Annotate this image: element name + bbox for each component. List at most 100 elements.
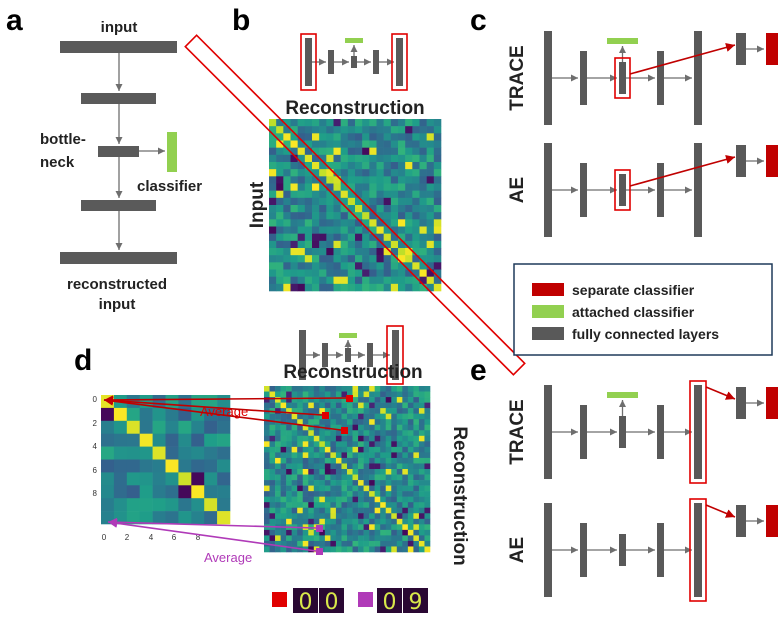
matrix-d-cell <box>302 496 309 503</box>
matrix-b-cell <box>304 162 313 170</box>
matrix-d-cell <box>275 441 281 448</box>
matrix-d-cell <box>330 408 337 414</box>
matrix-d-cell <box>424 386 431 392</box>
matrix-d-cell <box>291 535 298 542</box>
matrix-b-cell <box>297 262 306 270</box>
matrix-d-cell <box>308 469 315 475</box>
matrix-d-cell <box>291 441 298 448</box>
matrix-b-cell <box>398 176 406 184</box>
matrix-b-cell <box>290 176 298 184</box>
matrix-d-cell <box>275 518 281 525</box>
matrix-d-cell <box>335 452 342 459</box>
matrix-b-cell <box>304 219 313 227</box>
matrix-d-cell <box>335 496 342 503</box>
matrix-b-cell <box>340 240 349 249</box>
matrix-b-cell <box>297 133 306 141</box>
matrix-b-cell <box>333 212 341 220</box>
matrix-b-cell <box>376 154 384 163</box>
matrix-d-cell <box>424 446 431 453</box>
matrix-d-cell <box>407 441 414 448</box>
matrix-b-cell <box>297 255 306 263</box>
matrix-b-cell <box>304 183 313 191</box>
matrix-b-cell <box>326 283 334 292</box>
matrix-d-cell <box>347 408 353 414</box>
digit-mag-1: 0 <box>383 590 397 615</box>
matrix-b-cell <box>355 226 363 234</box>
matrix-b-cell <box>412 248 420 256</box>
matrix-b-cell <box>347 169 356 177</box>
matrix-d-cell <box>280 469 287 475</box>
matrix-d-cell <box>313 518 320 525</box>
matrix-d-cell <box>407 474 414 481</box>
matrix-d-cell <box>308 529 315 536</box>
matrix-d-cell <box>385 469 392 475</box>
matrix-b-cell <box>319 133 327 141</box>
matrix-d-cell <box>330 491 337 497</box>
layer-5 <box>694 31 702 125</box>
matrix-d-cell <box>341 435 348 442</box>
matrix-d-cell <box>297 391 304 398</box>
matrix-d-cell <box>363 502 370 509</box>
matrix-d-cell <box>297 474 304 481</box>
matrix-d-cell <box>302 402 309 409</box>
matrix-d-cell <box>291 529 298 536</box>
matrix-b-cell <box>304 240 313 249</box>
mini-d-layer-5 <box>392 330 399 380</box>
matrix-small-cell <box>191 433 205 447</box>
matrix-b-cell <box>398 169 406 177</box>
legend: separate classifier attached classifier … <box>513 263 773 356</box>
panel-b-y-title: Input <box>247 181 268 228</box>
matrix-d-cell <box>369 524 375 531</box>
matrix-b-cell <box>347 119 356 127</box>
matrix-d-cell <box>413 535 420 542</box>
matrix-d-cell <box>341 402 348 409</box>
matrix-b-cell <box>419 197 427 206</box>
matrix-b-cell <box>362 205 370 213</box>
matrix-small-cell <box>139 407 153 422</box>
matrix-d-cell <box>402 535 409 542</box>
matrix-b-cell <box>276 269 284 277</box>
mini-b-layer-2 <box>328 50 334 74</box>
matrix-b-cell <box>333 154 341 163</box>
matrix-d-cell <box>297 402 304 409</box>
matrix-d-cell <box>358 408 364 414</box>
matrix-b-cell <box>297 233 306 242</box>
matrix-b-cell <box>297 219 306 227</box>
matrix-b-cell <box>297 269 306 277</box>
layer-6 <box>736 33 746 65</box>
avg-arrow-red-1 <box>103 395 347 405</box>
matrix-d-cell <box>396 441 403 448</box>
matrix-d-cell <box>280 435 287 442</box>
matrix-d-cell <box>374 540 381 547</box>
matrix-d-cell <box>335 446 342 453</box>
matrix-d-cell <box>369 513 375 520</box>
matrix-d-cell <box>269 535 276 542</box>
matrix-d-cell <box>385 524 392 531</box>
matrix-b-cell <box>276 169 284 177</box>
panel-d-y-title: Reconstruction <box>449 426 470 565</box>
matrix-d-cell <box>313 529 320 536</box>
matrix-d-cell <box>396 535 403 542</box>
digit-red-1: 0 <box>299 590 313 615</box>
matrix-b-cell <box>283 133 291 141</box>
matrix-b-cell <box>355 240 363 249</box>
matrix-d-cell <box>286 463 292 470</box>
matrix-d-cell <box>385 402 392 409</box>
matrix-d-cell <box>275 546 281 553</box>
matrix-b-cell <box>326 162 334 170</box>
matrix-b-cell <box>347 147 356 156</box>
matrix-d-cell <box>352 485 359 492</box>
matrix-d-cell <box>319 452 326 459</box>
matrix-b-cell <box>333 226 341 234</box>
layer-6 <box>736 387 746 419</box>
matrix-b-cell <box>276 226 284 234</box>
matrix-b-cell <box>276 205 284 213</box>
matrix-small <box>101 395 231 525</box>
matrix-b-cell <box>276 255 284 263</box>
matrix-d-cell <box>291 435 298 442</box>
matrix-d-cell <box>369 441 375 448</box>
matrix-b-cell <box>383 248 392 256</box>
matrix-d-cell <box>424 413 431 420</box>
matrix-d-cell <box>352 435 359 442</box>
matrix-b-cell <box>419 283 427 292</box>
